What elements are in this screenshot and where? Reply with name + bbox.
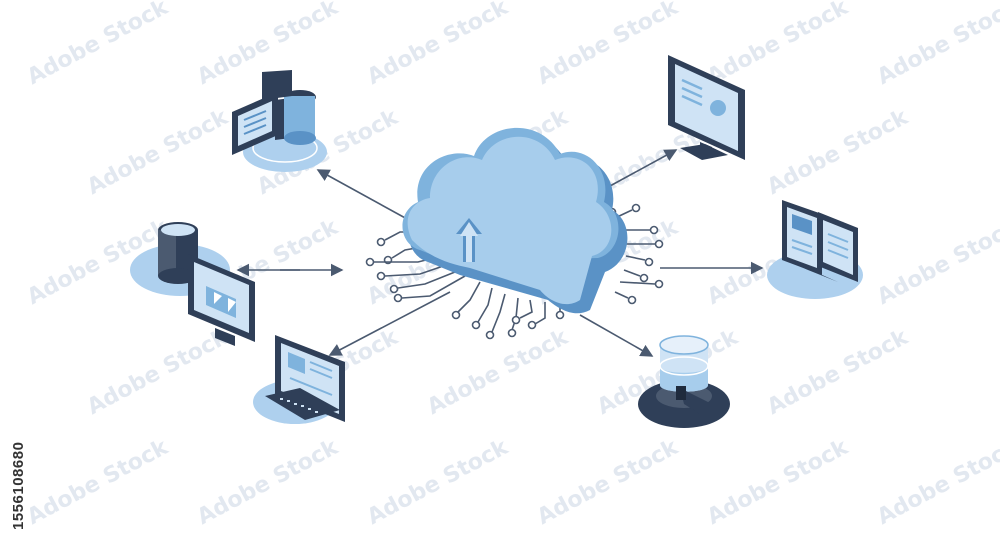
- database-icon: [638, 335, 730, 428]
- arrow-to-laptop: [328, 291, 451, 356]
- server-monitor-icon: [232, 70, 327, 172]
- cloud-upload-icon: [402, 127, 628, 314]
- circuit-lines-icon: [365, 203, 664, 340]
- tablet-phone-icon: [767, 200, 863, 299]
- desktop-monitor-icon: [668, 55, 745, 160]
- arrow-to-server-monitor: [316, 169, 419, 226]
- arrow-to-database: [579, 314, 654, 357]
- laptop-icon: [253, 335, 345, 424]
- stock-id-label: 1556108680: [10, 441, 27, 530]
- database-monitor-icon: [130, 222, 255, 346]
